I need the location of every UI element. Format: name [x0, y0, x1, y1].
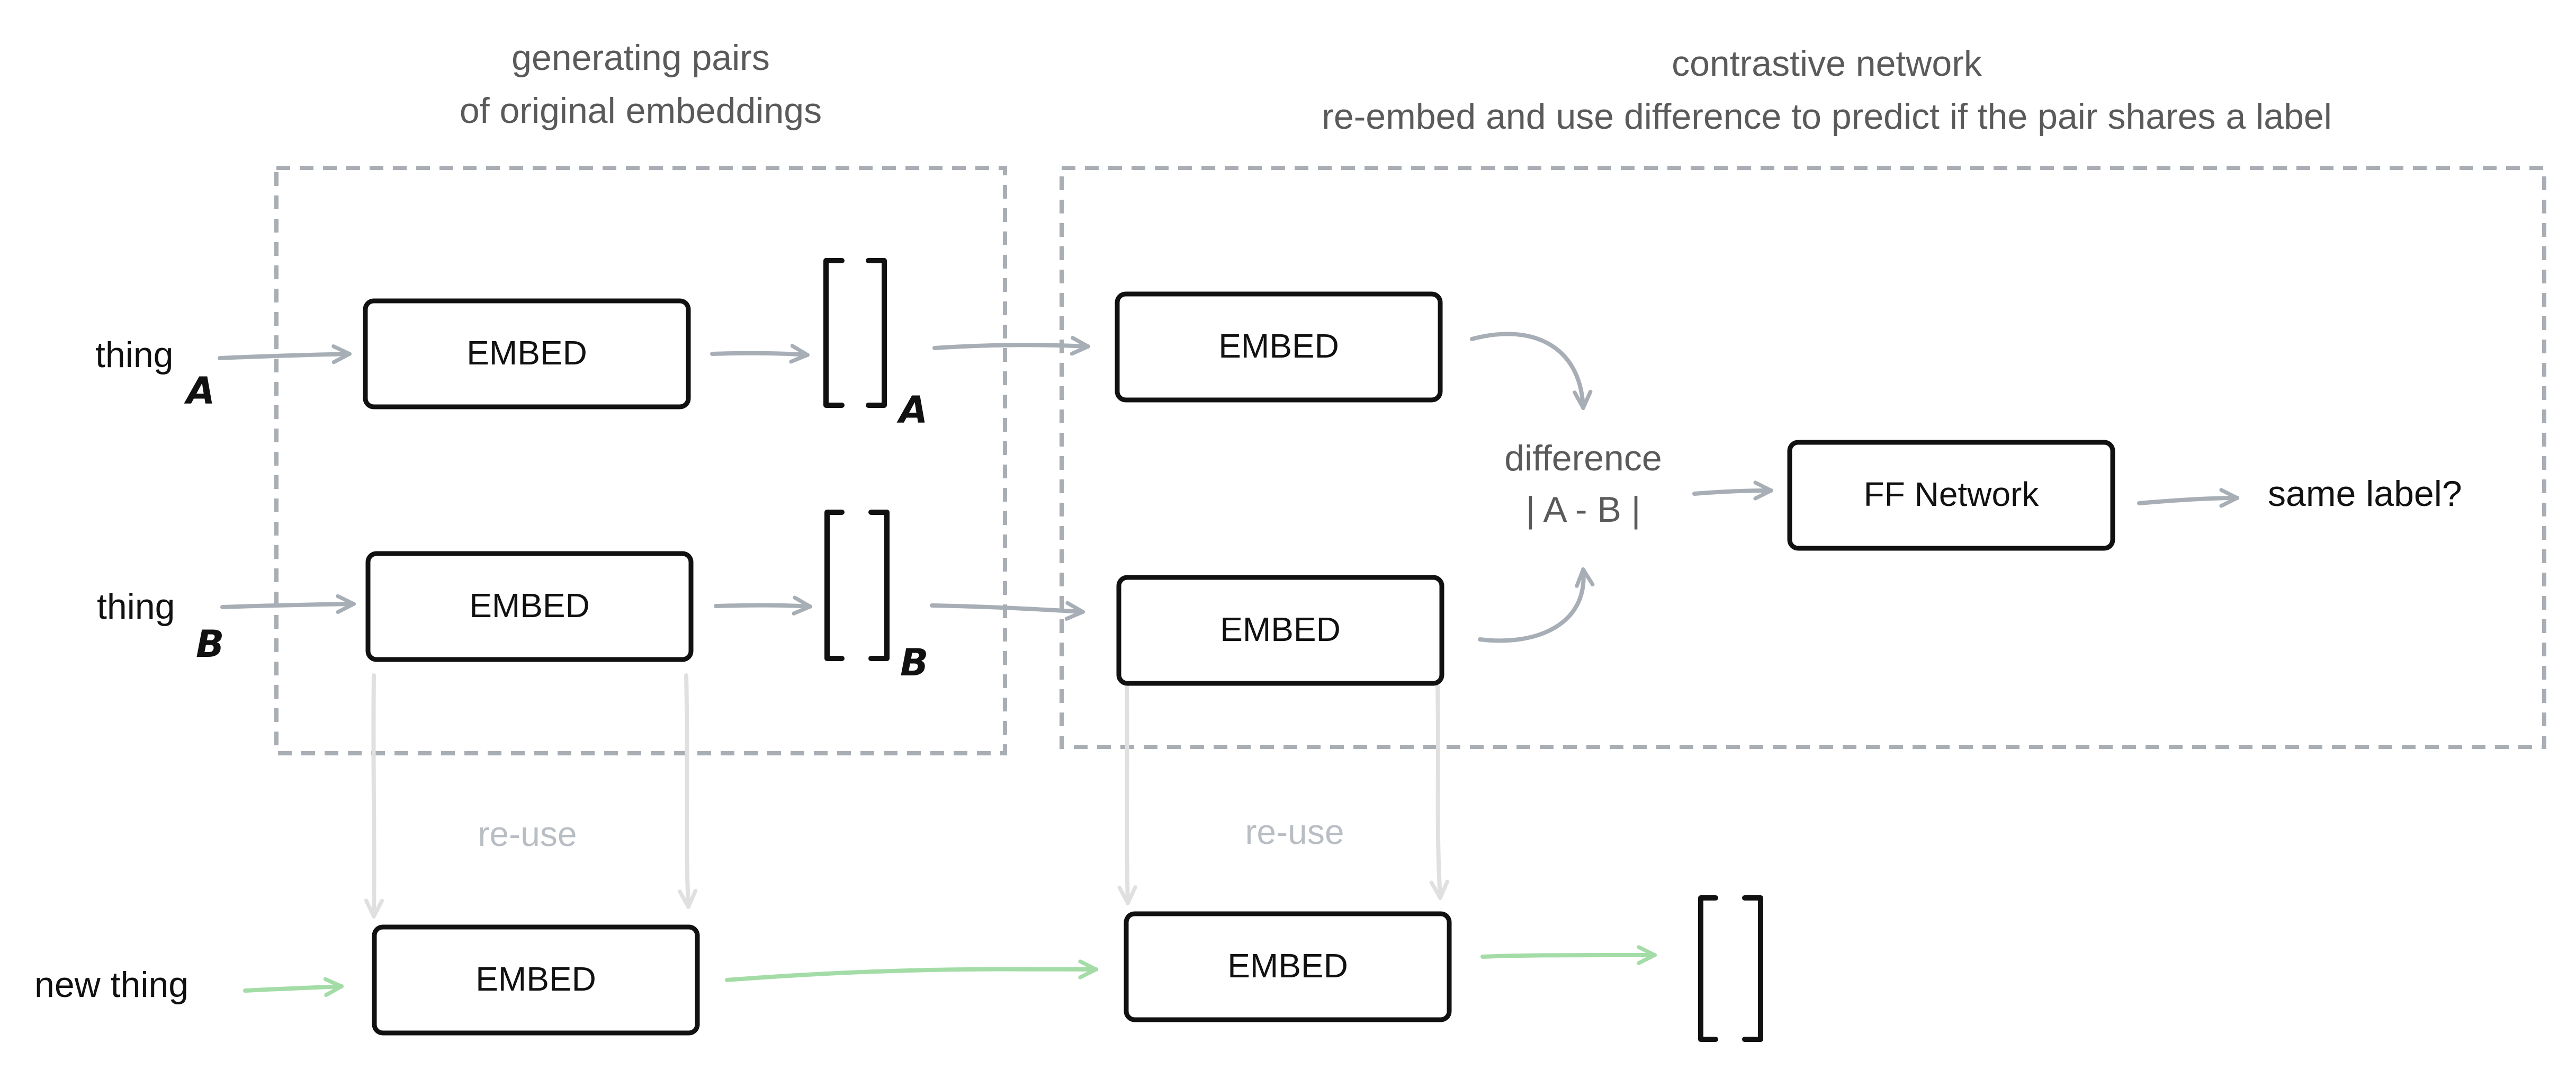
contrastive-header-line2: re-embed and use difference to predict i…: [1322, 96, 2332, 137]
embed-box-label: EMBED: [466, 334, 587, 372]
ff-network-box: FF Network: [1787, 440, 2115, 551]
arrow-new-thing-to-embed: [243, 986, 344, 991]
reuse-label-left: re-use: [478, 814, 577, 853]
arrow-reembed-to-vector: [1480, 955, 1657, 957]
arrow-difference-to-ff: [1692, 491, 1773, 494]
pairs-region: [274, 166, 1007, 755]
reembed-box-new: EMBED: [1124, 911, 1452, 1022]
arrow-new-embed-to-reembed: [725, 969, 1098, 982]
reuse-arrow: [1127, 684, 1128, 905]
thing-a-subscript: A: [184, 369, 215, 413]
reuse-arrow: [373, 673, 374, 919]
new-thing-label: new thing: [34, 965, 189, 1005]
arrow-vector-a-to-embed: [932, 345, 1090, 348]
embed-box-label: EMBED: [469, 586, 590, 625]
embed-box-label: EMBED: [475, 960, 596, 998]
embedding-vector-b: [824, 510, 890, 661]
reembed-box-b: EMBED: [1116, 575, 1444, 686]
arrow-embed-b-to-vector: [714, 605, 812, 607]
vector-b-subscript: B: [900, 641, 928, 684]
arrow-embed-a-to-vector: [710, 353, 810, 355]
reuse-arrow: [1438, 684, 1440, 900]
embedding-vector-a: [823, 258, 887, 408]
arrow-thing-a-to-embed: [218, 354, 352, 358]
same-label-output: same label?: [2268, 474, 2462, 514]
embed-box-label: EMBED: [1227, 947, 1348, 985]
pairs-header-line2: of original embeddings: [460, 91, 822, 131]
pairs-header-line1: generating pairs: [511, 38, 770, 78]
arrow-vector-b-to-embed: [930, 605, 1085, 612]
thing-b-subscript: B: [196, 622, 224, 666]
embedding-vector-new: [1698, 895, 1763, 1042]
vector-a-subscript: A: [896, 388, 928, 432]
contrastive-region: [1060, 166, 2546, 749]
arrow-embed-bottom-to-difference: [1478, 567, 1584, 643]
ff-network-label: FF Network: [1864, 475, 2040, 513]
difference-formula: | A - B |: [1526, 489, 1641, 530]
thing-b-label: thing: [97, 586, 175, 627]
arrow-thing-b-to-embed: [220, 604, 356, 607]
reuse-label-right: re-use: [1245, 812, 1344, 851]
reembed-box-a: EMBED: [1115, 291, 1443, 403]
arrow-embed-top-to-difference: [1470, 332, 1583, 410]
embed-box-new: EMBED: [372, 924, 700, 1036]
embed-box-label: EMBED: [1218, 327, 1339, 365]
reuse-arrow: [686, 673, 688, 909]
embed-box-b: EMBED: [365, 551, 694, 662]
contrastive-header-line1: contrastive network: [1672, 43, 1982, 84]
difference-label: difference: [1504, 438, 1662, 478]
embed-box-label: EMBED: [1220, 610, 1341, 648]
thing-a-label: thing: [95, 335, 173, 375]
arrow-ff-to-output: [2137, 498, 2239, 503]
embed-box-a: EMBED: [363, 298, 691, 409]
